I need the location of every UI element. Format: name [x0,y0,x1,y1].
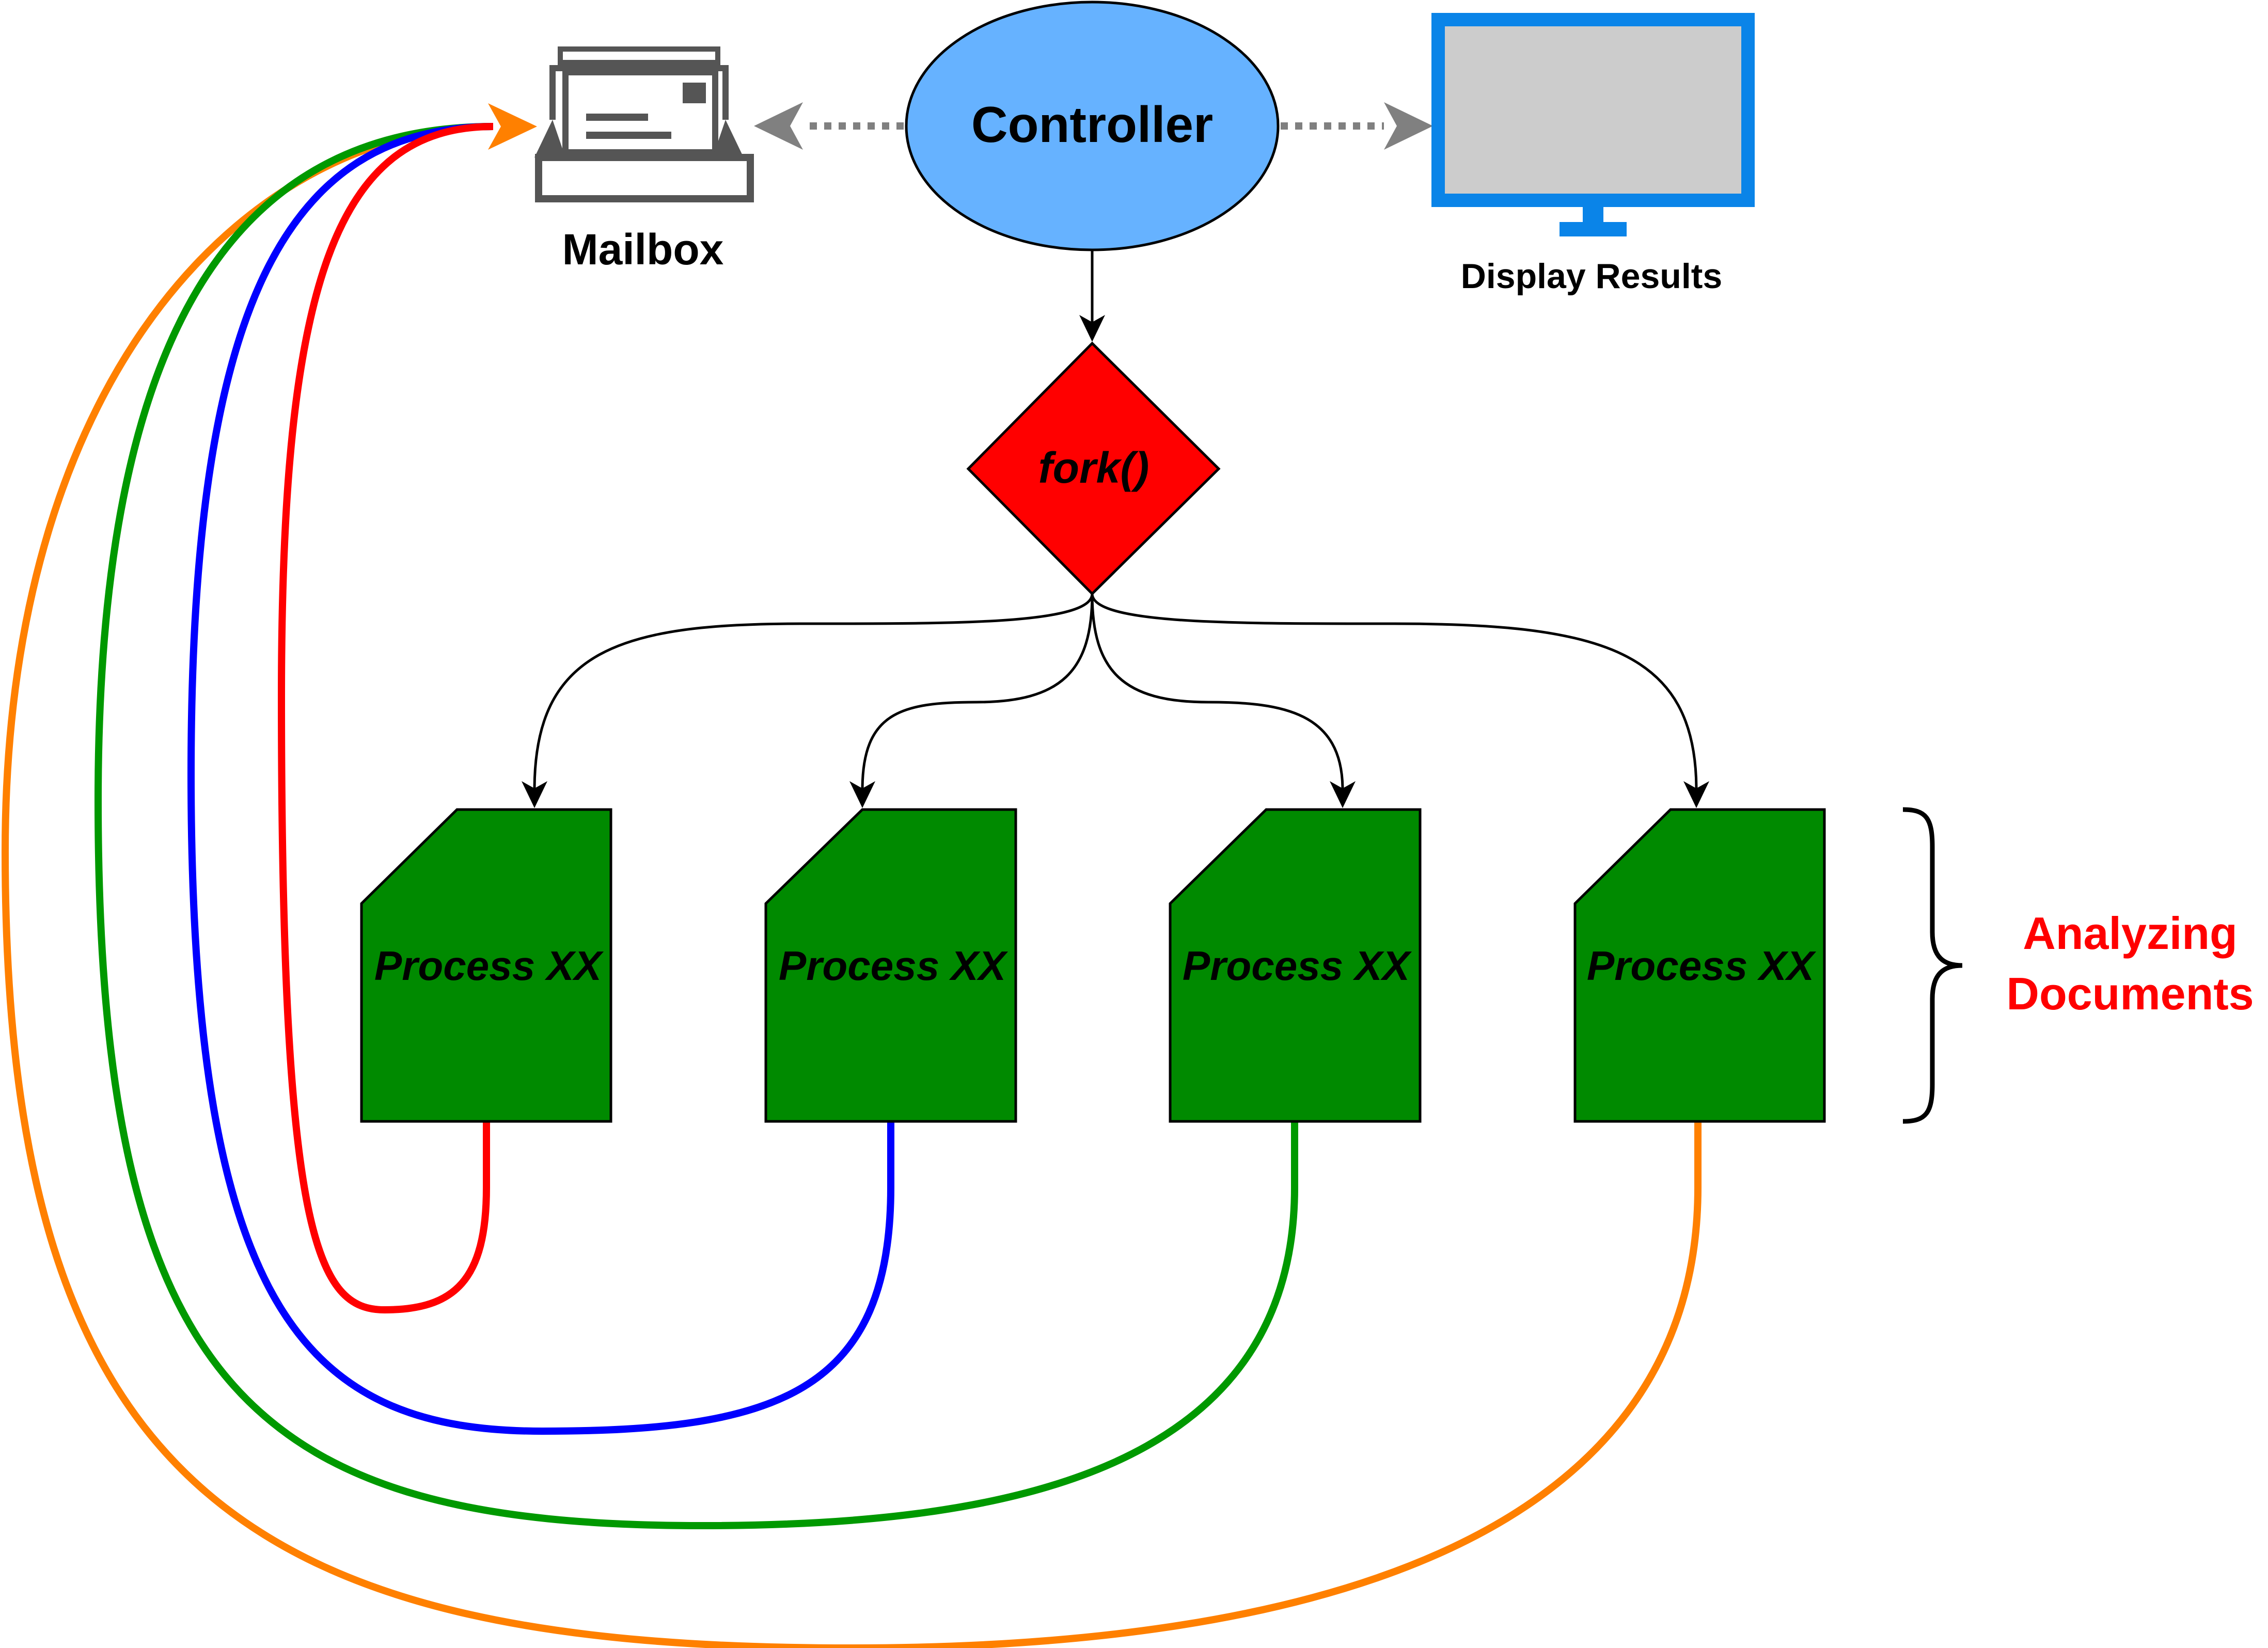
process-node-1[interactable]: Process XX [360,808,612,1123]
controller-node[interactable] [905,1,1280,251]
annotation-line-1: Analyzing [2023,908,2238,959]
process-label-4: Process XX [1587,943,1817,989]
annotation-line-2: Documents [2006,968,2254,1019]
process-3-to-mailbox-link [94,123,1298,1530]
controller-to-display-arrow [1281,102,1433,150]
process-label-2: Process XX [779,943,1009,989]
fork-node[interactable] [966,341,1221,596]
controller-to-fork-arrow [1079,250,1105,342]
process-node-2[interactable]: Process XX [764,808,1017,1123]
process-label-1: Process XX [374,943,604,989]
fork-label: fork() [1038,443,1149,492]
display-label: Display Results [1461,257,1722,296]
mailbox-label: Mailbox [562,225,724,274]
fork-to-process-3-arrow [1091,593,1356,808]
mailbox-arrowhead [488,103,537,150]
controller-to-mailbox-arrow [754,102,904,150]
fork-to-process-1-arrow [522,593,1094,808]
process-node-4[interactable]: Process XX [1573,808,1826,1123]
process-1-to-mailbox-link [277,123,494,1314]
fork-to-process-2-arrow [849,593,1094,808]
process-2-to-mailbox-link [187,123,894,1435]
controller-label: Controller [971,96,1213,153]
curly-brace [1902,807,1963,1124]
monitor-icon[interactable] [1431,13,1755,236]
mailbox-icon[interactable] [534,46,754,202]
process-label-3: Process XX [1183,943,1412,989]
fork-to-process-4-arrow [1091,593,1709,808]
process-4-to-mailbox-link [1,123,1702,1648]
process-node-3[interactable]: Process XX [1169,808,1422,1123]
